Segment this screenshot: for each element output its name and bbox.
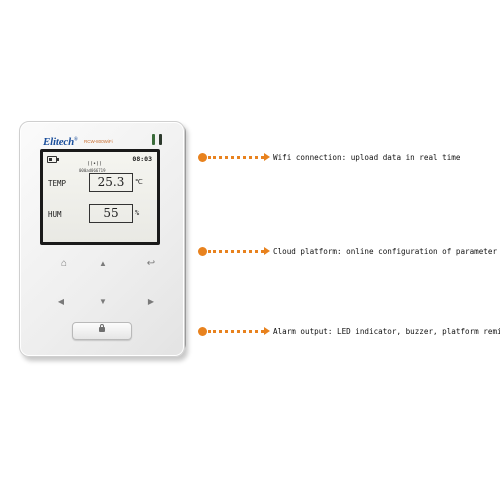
home-key-icon[interactable]: ⌂ [60, 258, 68, 269]
left-key-icon[interactable]: ◀ [57, 297, 65, 306]
lock-icon [99, 324, 105, 332]
callout-dotted-line [208, 155, 264, 159]
temperature-value: 25.3 [89, 173, 133, 192]
humidity-label: HUM [48, 210, 62, 219]
model-name: RCW-800WiFi [84, 139, 113, 144]
callout-wifi: Wifi connection: upload data in real tim… [198, 150, 460, 164]
callout-arrow-icon [264, 153, 270, 161]
battery-icon [47, 156, 59, 163]
temperature-humidity-logger: Elitech® RCW-800WiFi 08:03 ((•)) 000ad06… [19, 121, 185, 357]
led-indicator-2 [159, 134, 162, 145]
up-key-icon[interactable]: ▲ [99, 259, 107, 268]
callout-cloud: Cloud platform: online configuration of … [198, 244, 497, 258]
callout-dotted-line [208, 249, 264, 253]
callout-alarm-text: Alarm output: LED indicator, buzzer, pla… [273, 326, 500, 336]
back-key-icon[interactable]: ↩ [146, 258, 156, 269]
led-indicators [152, 134, 162, 145]
temperature-label: TEMP [48, 179, 67, 188]
device-id: 000ad066719 [79, 168, 106, 173]
callout-wifi-text: Wifi connection: upload data in real tim… [273, 152, 461, 162]
brand-name: Elitech [43, 136, 74, 148]
clock-display: 08:03 [132, 155, 152, 163]
humidity-unit: % [135, 209, 140, 217]
brand-registered-mark: ® [74, 137, 78, 143]
temperature-unit: ℃ [135, 178, 143, 186]
lcd-bezel: 08:03 ((•)) 000ad066719 TEMP 25.3 ℃ HUM … [40, 149, 160, 245]
callout-dot [198, 326, 207, 336]
led-indicator-1 [152, 134, 155, 145]
callout-alarm: Alarm output: LED indicator, buzzer, pla… [198, 324, 500, 338]
right-key-icon[interactable]: ▶ [147, 297, 155, 306]
signal-icon: ((•)) [87, 161, 103, 167]
lcd-screen: 08:03 ((•)) 000ad066719 TEMP 25.3 ℃ HUM … [43, 152, 157, 242]
callout-arrow-icon [264, 247, 270, 255]
callout-dot [198, 246, 207, 256]
callout-cloud-text: Cloud platform: online configuration of … [273, 246, 498, 256]
humidity-value: 55 [89, 204, 133, 223]
callout-arrow-icon [264, 327, 270, 335]
lock-button[interactable] [72, 322, 132, 340]
down-key-icon[interactable]: ▼ [99, 297, 107, 306]
brand-logo: Elitech® [43, 136, 78, 148]
callout-dot [198, 152, 207, 162]
callout-dotted-line [208, 329, 264, 333]
